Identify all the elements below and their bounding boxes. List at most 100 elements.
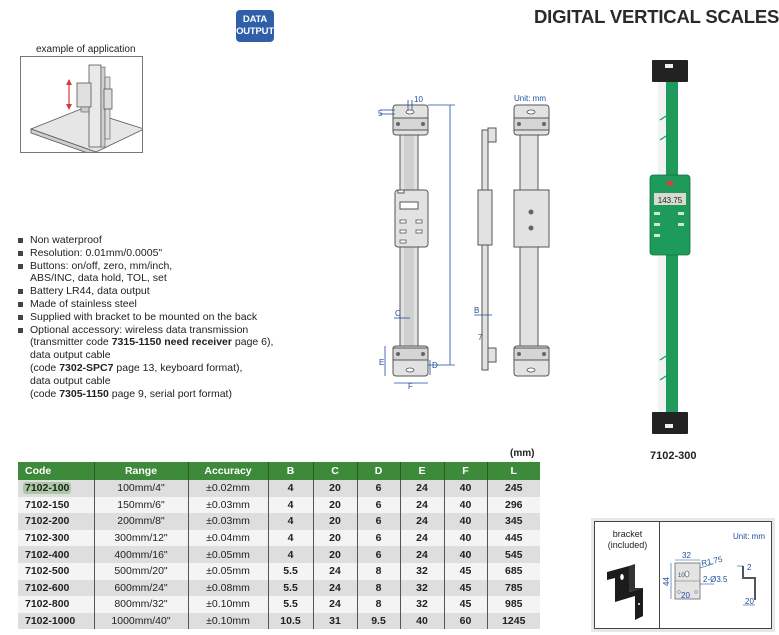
bracket-panel: bracket (included) Unit: mm 32 R1.75 4: [594, 521, 772, 629]
column-header-d: D: [356, 462, 400, 480]
cell-l: 245: [486, 480, 540, 497]
spec-table: Code Range Accuracy B C D E F L 7102-100…: [18, 462, 540, 630]
cell-b: 4: [267, 496, 313, 514]
cell-range: 200mm/8": [93, 513, 188, 530]
cell-accuracy: ±0.08mm: [187, 579, 268, 597]
cell-code: 7102-400: [18, 546, 94, 563]
drawing-unit-label: Unit: mm: [514, 94, 546, 103]
cell-b: 5.5: [267, 596, 313, 613]
bracket-dim-32: 32: [682, 551, 691, 560]
cell-range: 800mm/32": [93, 596, 188, 613]
cell-accuracy: ±0.04mm: [187, 529, 268, 547]
cell-range: 100mm/4": [93, 480, 188, 497]
column-header-range: Range: [93, 462, 188, 480]
data-output-badge: DATA OUTPUT: [236, 10, 274, 42]
column-header-accuracy: Accuracy: [187, 462, 268, 480]
cell-d: 8: [356, 562, 400, 580]
column-header-c: C: [312, 462, 357, 480]
feature-item-continuation: ABS/INC, data hold, TOL, set: [30, 272, 167, 285]
bracket-photo-cell: bracket (included): [595, 522, 660, 628]
cell-code: 7102-100: [18, 480, 94, 497]
feature-item: Supplied with bracket to be mounted on t…: [16, 311, 273, 324]
cell-d: 6: [356, 496, 400, 514]
transmitter-code: 7315-1150 need receiver: [111, 336, 232, 349]
feature-item: Non waterproof: [16, 234, 273, 247]
cell-l: 1245: [486, 612, 540, 630]
cell-accuracy: ±0.10mm: [187, 596, 268, 613]
bracket-photo: [607, 564, 643, 620]
dim-d-label: D: [432, 361, 438, 370]
bracket-dim-10: 10: [678, 573, 685, 579]
cell-f: 40: [443, 513, 487, 530]
cell-l: 296: [486, 496, 540, 514]
cell-accuracy: ±0.10mm: [187, 612, 268, 630]
cell-d: 6: [356, 513, 400, 530]
bracket-dim-20b: 20: [745, 597, 754, 606]
feature-item: Resolution: 0.01mm/0.0005": [16, 247, 273, 260]
cell-code: 7102-500: [18, 562, 94, 580]
cell-f: 40: [443, 496, 487, 514]
cell-c: 20: [312, 496, 357, 514]
cell-c: 24: [312, 579, 357, 597]
cell-accuracy: ±0.03mm: [187, 496, 268, 514]
cell-c: 20: [312, 513, 357, 530]
cell-b: 4: [267, 513, 313, 530]
cell-d: 8: [356, 579, 400, 597]
cell-d: 8: [356, 596, 400, 613]
page-title: DIGITAL VERTICAL SCALES: [534, 6, 779, 27]
cell-c: 24: [312, 596, 357, 613]
accessory-line: (code 7305-1150 page 9, serial port form…: [30, 387, 232, 400]
cell-f: 45: [443, 596, 487, 613]
dim-10-label: 10: [414, 95, 423, 104]
cell-f: 40: [443, 529, 487, 547]
column-header-code: Code: [18, 462, 94, 480]
display-readout: 143.75: [658, 196, 683, 205]
dim-f-label: F: [408, 382, 413, 390]
cell-b: 4: [267, 529, 313, 547]
dim-5-label: 5: [378, 109, 383, 118]
features-list: Non waterproof Resolution: 0.01mm/0.0005…: [16, 234, 273, 400]
cell-range: 400mm/16": [93, 546, 188, 563]
technical-drawings: 10 5 C B 7 E D F: [378, 95, 550, 390]
badge-line-2: OUTPUT: [236, 26, 274, 37]
cell-range: 1000mm/40": [93, 612, 188, 630]
cable-code-keyboard: 7302-SPC7: [59, 361, 114, 374]
cell-c: 24: [312, 562, 357, 580]
cell-code: 7102-600: [18, 579, 94, 597]
cell-code: 7102-150: [18, 496, 94, 514]
cell-range: 300mm/12": [93, 529, 188, 547]
cell-e: 24: [399, 546, 444, 563]
cell-code: 7102-300: [18, 529, 94, 547]
bracket-dim-2: 2: [747, 563, 752, 572]
application-illustration: [20, 56, 143, 153]
cell-l: 445: [486, 529, 540, 547]
cell-e: 24: [399, 496, 444, 514]
feature-item: Buttons: on/off, zero, mm/inch,: [16, 260, 273, 273]
cell-d: 6: [356, 546, 400, 563]
cell-l: 345: [486, 513, 540, 530]
dim-b-label: B: [474, 306, 479, 315]
accessory-line: (transmitter code 7315-1150 need receive…: [30, 336, 274, 349]
cell-f: 45: [443, 562, 487, 580]
dim-7-label: 7: [478, 333, 483, 342]
cell-l: 545: [486, 546, 540, 563]
cell-b: 4: [267, 480, 313, 497]
cell-b: 5.5: [267, 562, 313, 580]
cell-accuracy: ±0.03mm: [187, 513, 268, 530]
cell-e: 40: [399, 612, 444, 630]
cell-f: 45: [443, 579, 487, 597]
cell-c: 31: [312, 612, 357, 630]
cell-e: 24: [399, 480, 444, 497]
cell-f: 60: [443, 612, 487, 630]
bracket-dim-hole: 2-Ø3.5: [703, 575, 728, 584]
cell-b: 4: [267, 546, 313, 563]
cell-c: 20: [312, 480, 357, 497]
badge-line-1: DATA: [242, 14, 268, 25]
cell-range: 150mm/6": [93, 496, 188, 514]
